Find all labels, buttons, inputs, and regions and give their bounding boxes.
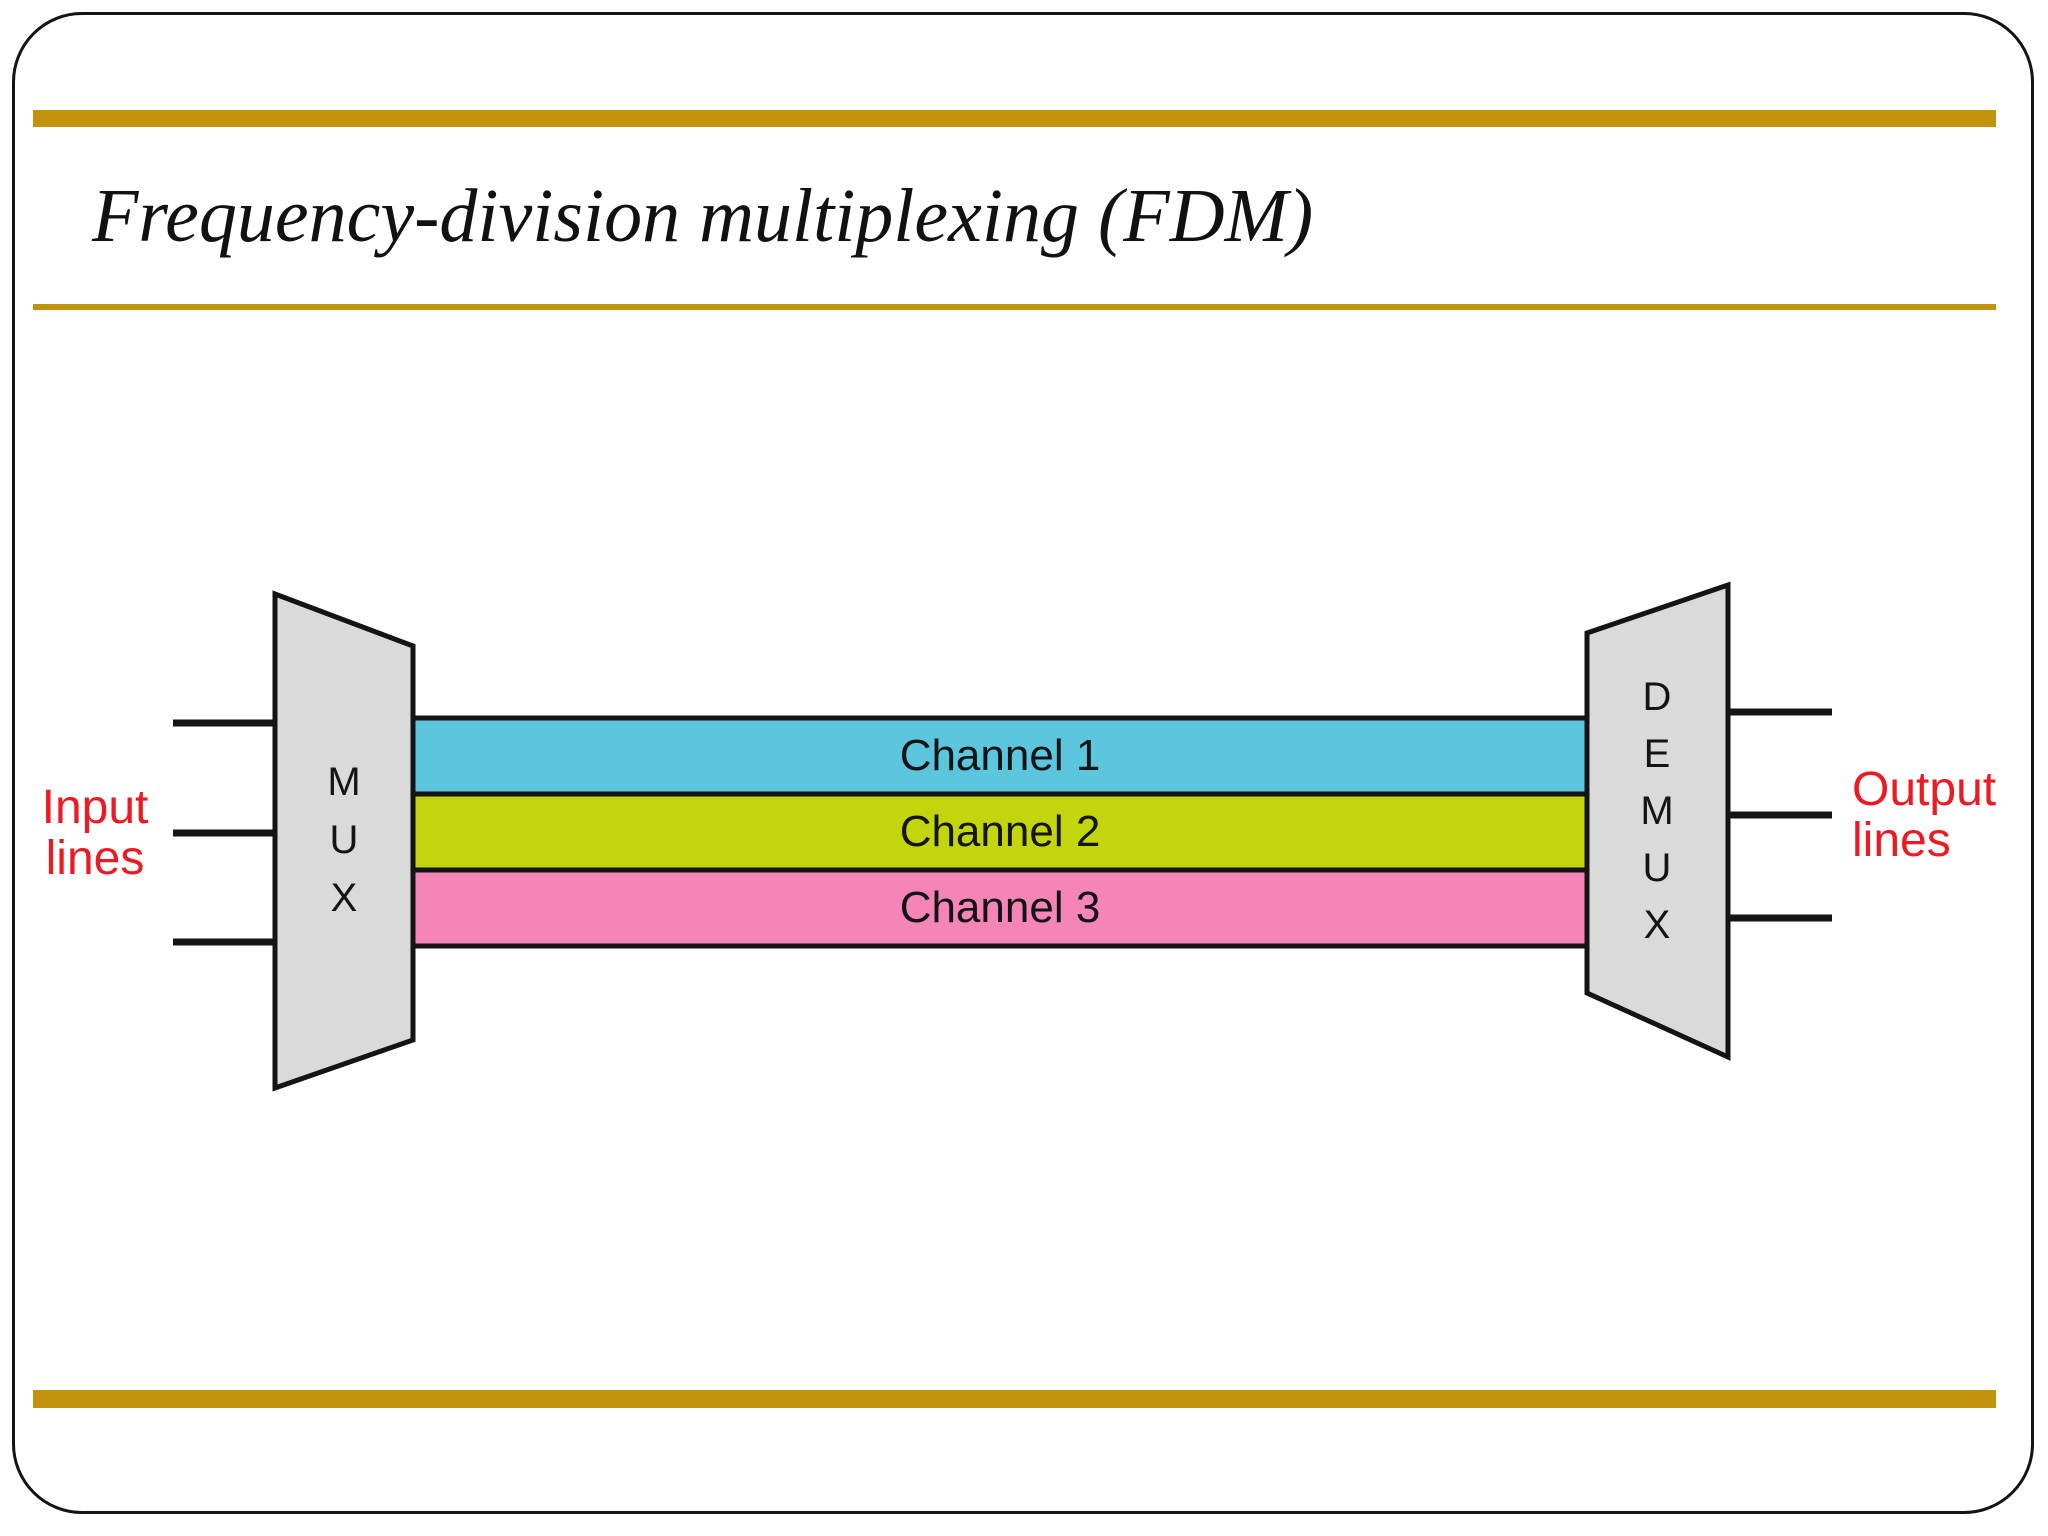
demux-letter: D xyxy=(1642,675,1672,719)
channel-label-1: Channel 1 xyxy=(899,731,1101,780)
demux-letter: M xyxy=(1640,789,1674,833)
channel-label-2: Channel 2 xyxy=(899,807,1101,856)
demux-label: D E M U X xyxy=(1597,669,1717,954)
mux-label: M U X xyxy=(284,753,404,927)
demux-shape xyxy=(1584,581,1731,1061)
mux-letter: M xyxy=(327,760,361,804)
demux-letter: U xyxy=(1642,846,1672,890)
mux-letter: X xyxy=(330,876,358,920)
channel-label-3: Channel 3 xyxy=(899,883,1101,932)
top-accent-rule xyxy=(33,110,1996,127)
demux-letter: E xyxy=(1643,732,1671,776)
mux-letter: U xyxy=(329,818,359,862)
slide-title: Frequency-division multiplexing (FDM) xyxy=(92,174,1314,258)
bottom-accent-rule xyxy=(33,1390,1996,1408)
demux-letter: X xyxy=(1643,903,1671,947)
mux-shape xyxy=(272,590,416,1092)
title-divider-rule xyxy=(33,304,1996,310)
output-lines-label: Output lines xyxy=(1852,763,1997,867)
input-lines-label: Input lines xyxy=(41,781,149,885)
